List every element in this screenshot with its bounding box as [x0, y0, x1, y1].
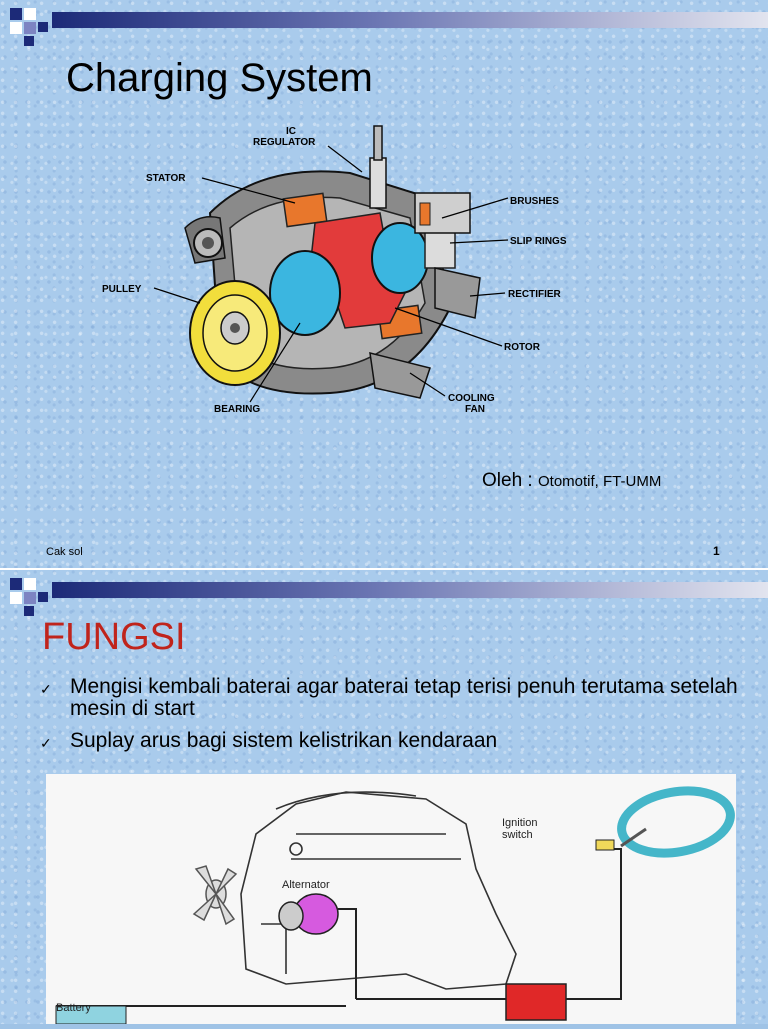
slide-title: FUNGSI	[42, 616, 186, 658]
label-rectifier: RECTIFIER	[508, 289, 562, 300]
page-number: 1	[713, 544, 720, 558]
slide-header-bar	[0, 0, 768, 46]
bullet-list: ✓ Mengisi kembali baterai agar baterai t…	[40, 676, 740, 762]
decor-square	[24, 578, 36, 590]
decor-square	[24, 36, 34, 46]
label-bearing: BEARING	[214, 404, 260, 415]
check-icon: ✓	[40, 681, 52, 697]
bullet-text: Suplay arus bagi sistem kelistrikan kend…	[70, 729, 498, 752]
label-slip-rings: SLIP RINGS	[510, 236, 567, 247]
slide-header-bar	[0, 570, 768, 616]
check-icon: ✓	[40, 735, 52, 751]
decor-square	[24, 592, 36, 604]
decor-square	[38, 592, 48, 602]
label-pulley: PULLEY	[102, 284, 142, 295]
label-alternator: Alternator	[282, 879, 330, 891]
slide-title: Charging System	[66, 56, 373, 100]
decor-square	[10, 22, 22, 34]
author-byline: Oleh : Otomotif, FT-UMM	[482, 470, 661, 492]
label-stator: STATOR	[146, 173, 186, 184]
byline-prefix: Oleh :	[482, 470, 538, 491]
decor-square	[24, 22, 36, 34]
label-rotor: ROTOR	[504, 342, 541, 353]
header-gradient-bar	[52, 12, 768, 28]
header-gradient-bar	[52, 582, 768, 598]
bullet-item: ✓ Mengisi kembali baterai agar baterai t…	[40, 676, 740, 720]
bullet-text: Mengisi kembali baterai agar baterai tet…	[70, 675, 738, 720]
decor-square	[24, 8, 36, 20]
decor-square	[10, 592, 22, 604]
byline-author: Otomotif, FT-UMM	[537, 473, 662, 490]
decor-square	[24, 606, 34, 616]
label-battery: Battery	[56, 1002, 91, 1014]
slide-1: Charging System	[0, 0, 768, 570]
bullet-item: ✓ Suplay arus bagi sistem kelistrikan ke…	[40, 730, 740, 752]
label-brushes: BRUSHES	[510, 196, 559, 207]
decor-square	[10, 8, 22, 20]
footer-text: Cak sol	[46, 546, 83, 558]
decor-square	[10, 578, 22, 590]
decor-square	[38, 22, 48, 32]
